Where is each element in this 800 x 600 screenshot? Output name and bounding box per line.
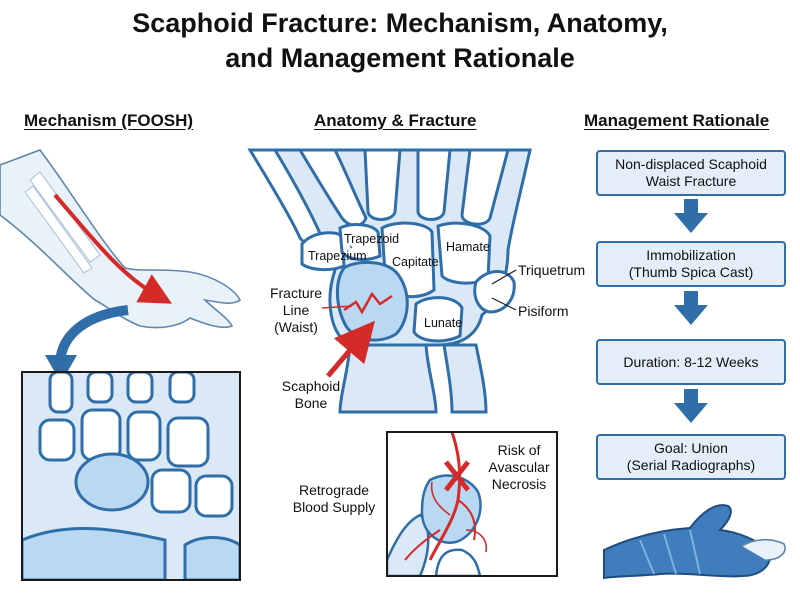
blood-supply-inset [387, 432, 557, 576]
label-retrograde-blood-supply: Retrograde Blood Supply [292, 482, 376, 515]
zoom-arrow-head [45, 355, 77, 383]
anatomy-heading: Anatomy & Fracture [314, 111, 477, 130]
thumb-spica-cast-illustration [603, 504, 786, 580]
title-line-1: Scaphoid Fracture: Mechanism, Anatomy, [132, 8, 668, 38]
label-lunate: Lunate [424, 316, 463, 330]
management-heading: Management Rationale [584, 111, 770, 130]
flow-step-diagnosis: Non-displaced Scaphoid Waist Fracture [596, 150, 786, 196]
flow-step-duration: Duration: 8-12 Weeks [596, 339, 786, 385]
blood-supply-frame [386, 431, 558, 577]
flow-step-goal: Goal: Union (Serial Radiographs) [596, 434, 786, 480]
wrist-anatomy-illustration [247, 148, 532, 414]
label-fracture-line: Fracture Line (Waist) [269, 285, 323, 335]
flowchart-arrows [674, 199, 708, 423]
zoomed-carpal-view [22, 372, 240, 580]
page-title: Scaphoid Fracture: Mechanism, Anatomy, a… [0, 6, 800, 76]
pisiform-leader [491, 297, 517, 311]
label-avascular-necrosis-risk: Risk of Avascular Necrosis [488, 442, 550, 492]
label-scaphoid-bone: Scaphoid Bone [281, 378, 341, 411]
triquetrum-leader [491, 269, 517, 285]
label-triquetrum: Triquetrum [518, 262, 586, 278]
label-capitate: Capitate [392, 255, 439, 269]
zoom-arrow [55, 305, 129, 363]
flow-step-immobilization: Immobilization (Thumb Spica Cast) [596, 241, 786, 287]
mechanism-heading: Mechanism (FOOSH) [24, 111, 194, 130]
label-hamate: Hamate [446, 240, 490, 254]
label-pisiform: Pisiform [518, 303, 569, 319]
fracture-leader-line [321, 305, 353, 309]
title-line-2: and Management Rationale [225, 43, 575, 73]
zoom-frame [21, 371, 241, 581]
scaphoid-pointer-arrow [326, 320, 375, 378]
label-trapezium: Trapezium [308, 249, 367, 263]
label-trapezoid: Trapezoid [344, 232, 400, 246]
foosh-arm-illustration [0, 149, 242, 329]
